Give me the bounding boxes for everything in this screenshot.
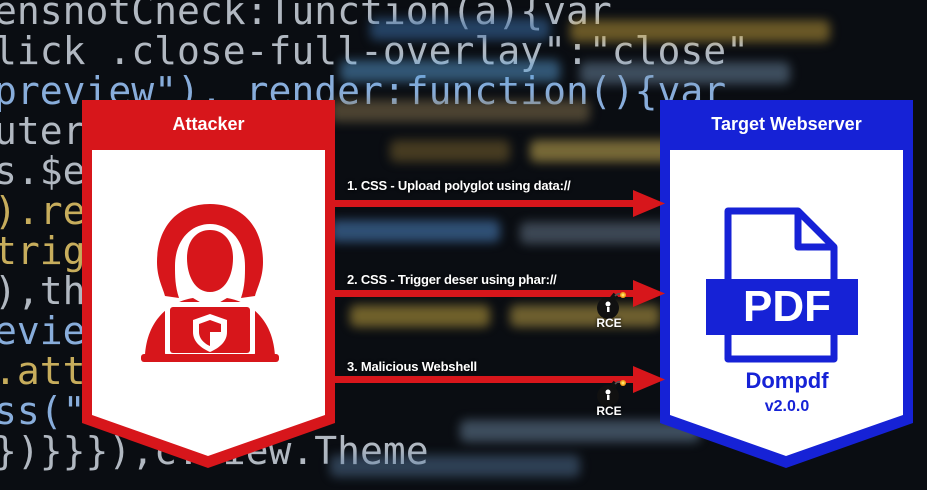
pdf-document-icon (706, 207, 858, 363)
rce-label: RCE (596, 316, 622, 330)
code-line: .att (0, 349, 86, 393)
rce-marker-2: RCE (587, 290, 631, 338)
product-version: v2.0.0 (764, 398, 810, 415)
target-node: Target Webserver PDF Dompdf v2.0.0 (660, 100, 913, 470)
product-name: Dompdf (745, 368, 829, 393)
arrow-2-label: 2. CSS - Trigger deser using phar:// (347, 272, 557, 287)
blurred-code-region (330, 0, 927, 490)
arrow-2 (335, 280, 665, 307)
hooded-hacker-icon (141, 204, 279, 362)
arrow-1-label: 1. CSS - Upload polyglot using data:// (347, 178, 571, 193)
arrow-1 (335, 190, 665, 217)
arrow-3 (335, 366, 665, 393)
attacker-node: Attacker (82, 100, 335, 470)
pdf-label: PDF (743, 282, 831, 331)
arrow-3-label: 3. Malicious Webshell (347, 359, 477, 374)
attacker-title: Attacker (172, 114, 245, 134)
rce-marker-3: RCE (587, 378, 631, 426)
target-title: Target Webserver (711, 114, 862, 134)
bomb-icon (597, 380, 626, 407)
rce-label: RCE (596, 404, 622, 418)
bomb-icon (597, 292, 626, 319)
